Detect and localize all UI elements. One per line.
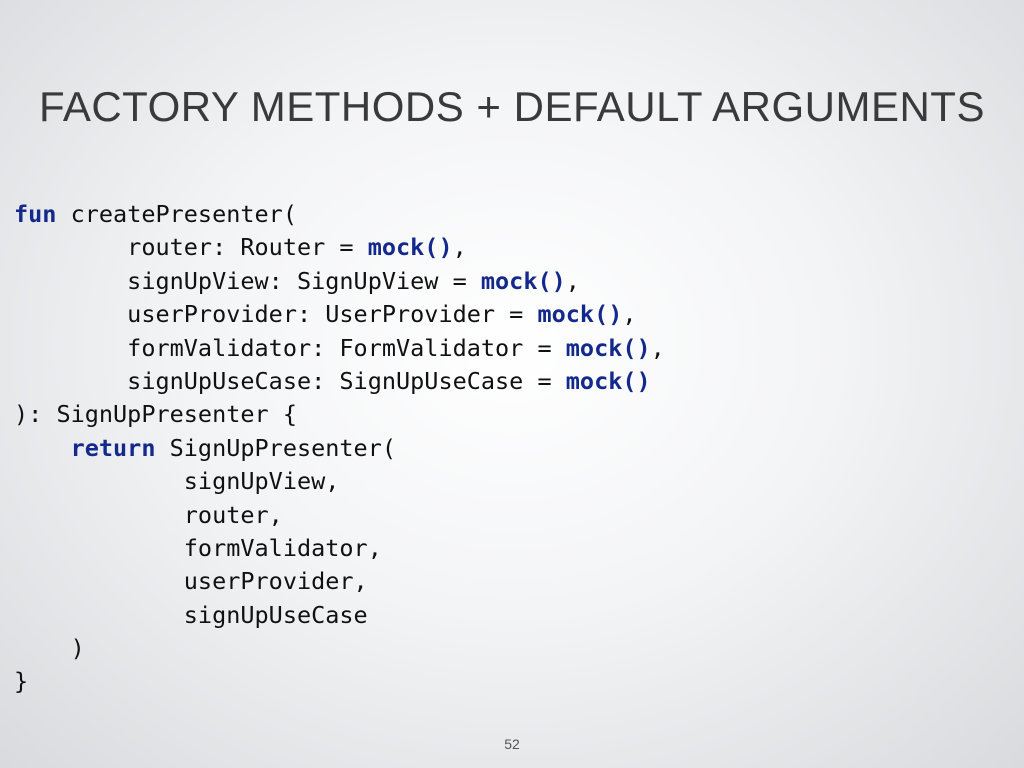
code-text: signUpView, [14,467,340,496]
code-line: signUpUseCase: SignUpUseCase = mock() [14,365,665,398]
code-keyword: return [70,433,156,462]
code-line: ): SignUpPresenter { [14,398,665,431]
code-text: , [650,333,665,362]
code-text: } [14,667,29,696]
code-text: router: Router = [14,233,368,262]
code-text: userProvider, [14,567,368,596]
code-line: return SignUpPresenter( [14,432,665,465]
code-text: createPresenter( [56,200,297,228]
code-keyword: mock() [565,333,651,362]
code-line: signUpUseCase [14,599,665,632]
code-line: fun createPresenter( [14,198,665,231]
code-text: userProvider: UserProvider = [14,300,538,329]
code-line: formValidator: FormValidator = mock(), [14,332,665,365]
code-text: signUpView: SignUpView = [14,266,481,295]
code-text: ): SignUpPresenter { [14,400,297,429]
code-text: router, [14,500,283,529]
code-keyword: mock() [480,266,566,295]
slide-title: FACTORY METHODS + DEFAULT ARGUMENTS [39,83,985,130]
code-text: SignUpPresenter( [155,433,397,462]
code-text: ) [14,634,85,663]
code-text [14,434,71,462]
code-line: } [14,665,665,698]
code-text: , [622,300,637,329]
code-block: fun createPresenter( router: Router = mo… [14,198,665,699]
code-text: formValidator: FormValidator = [14,333,566,362]
page-number: 52 [504,736,520,752]
code-text: signUpUseCase [14,600,368,629]
code-line: userProvider: UserProvider = mock(), [14,298,665,331]
code-text: , [565,266,580,295]
code-text: formValidator, [14,533,382,562]
code-keyword: mock() [537,300,623,329]
code-line: router, [14,499,665,532]
code-text: signUpUseCase: SignUpUseCase = [14,366,566,395]
code-line: userProvider, [14,565,665,598]
code-line: router: Router = mock(), [14,231,665,264]
code-keyword: fun [14,200,57,228]
code-keyword: mock() [367,233,453,262]
code-line: signUpView, [14,465,665,498]
code-line: ) [14,632,665,665]
code-keyword: mock() [565,366,651,395]
code-line: signUpView: SignUpView = mock(), [14,265,665,298]
code-text: , [452,233,467,262]
code-line: formValidator, [14,532,665,565]
